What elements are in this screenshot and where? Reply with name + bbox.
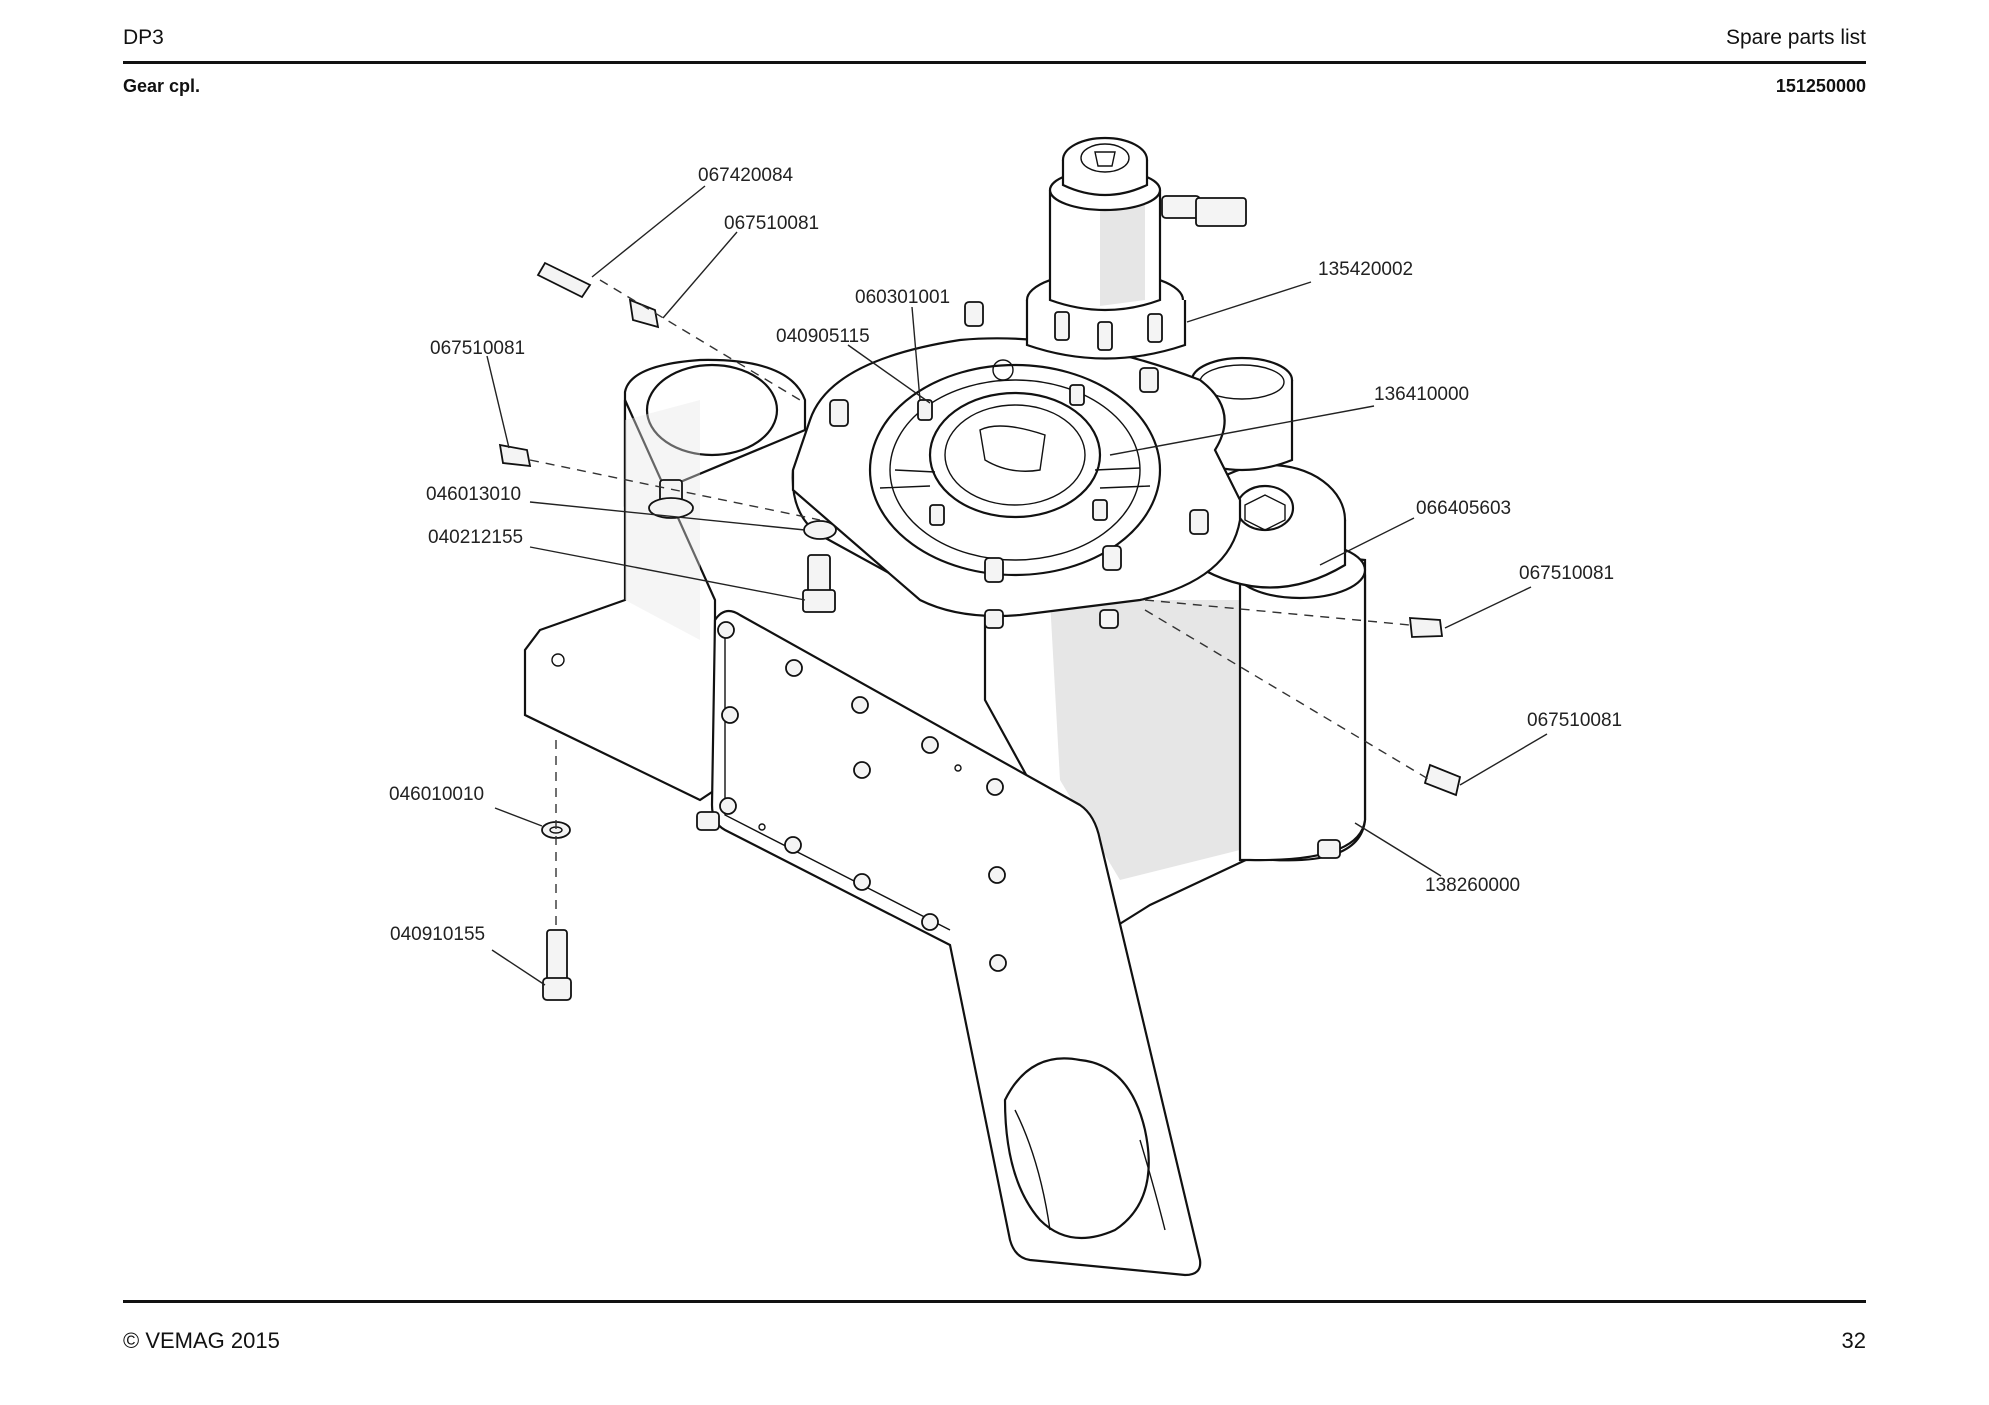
assembly-name: Gear cpl. [123, 76, 201, 96]
exploded-small-parts [498, 261, 1462, 1001]
callout-labels: 067420084 067510081 067510081 060301001 … [389, 165, 1622, 945]
callout-040910155: 040910155 [390, 924, 485, 945]
bracket-screws [717, 621, 1007, 972]
pump-unit [1025, 136, 1247, 360]
callout-136410000: 136410000 [1374, 384, 1469, 405]
callout-046010010: 046010010 [389, 784, 484, 805]
callout-135420002: 135420002 [1318, 259, 1413, 280]
housing-feet [696, 811, 1341, 859]
callout-138260000: 138260000 [1425, 875, 1520, 896]
assembly-lines [529, 279, 1431, 930]
callout-066405603: 066405603 [1416, 498, 1511, 519]
callout-067510081-a: 067510081 [724, 213, 819, 234]
callout-040905115: 040905115 [776, 326, 870, 347]
callout-040212155: 040212155 [428, 527, 523, 548]
mounting-bracket [710, 609, 1202, 1277]
callout-046013010: 046013010 [426, 484, 521, 505]
callout-067510081-c: 067510081 [1519, 563, 1614, 584]
flange-plate [791, 337, 1242, 618]
page-number: 32 [1841, 1328, 1866, 1353]
assembly-number: 151250000 [1775, 76, 1866, 96]
footer-rule [123, 1300, 1866, 1303]
callout-067510081-d: 067510081 [1527, 710, 1622, 731]
callout-067420084: 067420084 [698, 165, 794, 186]
document-title: DP3 [123, 26, 164, 49]
callout-067510081-b: 067510081 [430, 338, 525, 359]
header-rule [123, 61, 1866, 64]
document-type: Spare parts list [1725, 26, 1866, 49]
copyright: © VEMAG 2015 [123, 1328, 280, 1353]
callout-060301001: 060301001 [855, 287, 950, 308]
leader-lines [486, 185, 1548, 986]
flange-bolts [829, 301, 1209, 629]
